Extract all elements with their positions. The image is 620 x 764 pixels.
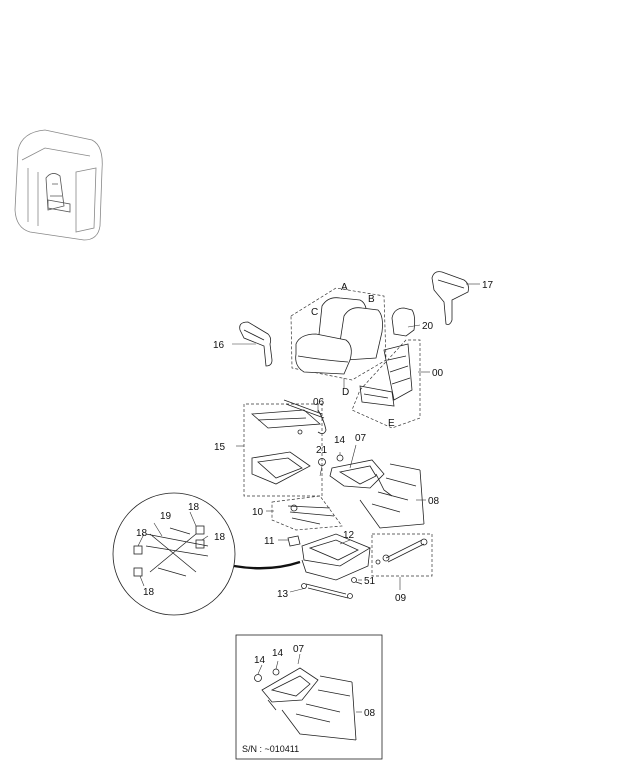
label-11: 11 [264,536,275,547]
label-21: 21 [316,445,328,456]
label-10: 10 [252,507,264,518]
label-19: 19 [160,511,172,522]
label-00: 00 [432,368,444,379]
label-20: 20 [422,321,434,332]
label-C: C [311,307,318,318]
bolt-51 [351,577,363,585]
seat-base-parts [318,454,425,529]
label-18a: 18 [188,502,200,513]
inset-box [235,634,383,760]
detail-circle [112,492,301,616]
leader-lines [137,283,480,713]
label-18b: 18 [136,528,148,539]
label-51: 51 [364,576,376,587]
inset-label-07: 07 [293,644,305,655]
label-18d: 18 [143,587,155,598]
inset-label-14a: 14 [254,655,266,666]
callout-labels: A B C D E 16 17 20 00 06 15 21 14 07 08 … [136,280,494,604]
slide-rail-group [271,495,343,531]
bracket-11 [287,535,301,547]
label-12: 12 [343,530,355,541]
label-15: 15 [214,442,226,453]
cab-thumbnail [14,129,103,241]
label-B: B [368,294,375,305]
label-18c: 18 [214,532,226,543]
label-09: 09 [395,593,407,604]
slide-frame-group [243,403,323,497]
label-07: 07 [355,433,367,444]
label-06: 06 [313,397,325,408]
label-14: 14 [334,435,346,446]
label-17: 17 [482,280,494,291]
armrest-right [431,271,469,325]
inset-label-14b: 14 [272,648,284,659]
lever-group-09 [371,533,433,577]
inset-label-08: 08 [364,708,376,719]
armrest-left [239,321,273,367]
inset-labels: 14 14 07 08 S/N : ~010411 [242,644,376,754]
label-D: D [342,387,349,398]
headrest [391,307,416,337]
label-E: E [388,418,395,429]
seat-frame-group [351,339,421,429]
shock-absorber-13 [301,583,353,599]
label-16: 16 [213,340,225,351]
serial-number: S/N : ~010411 [242,744,299,754]
seat-cushion-group [290,287,387,381]
label-13: 13 [277,589,289,600]
label-08: 08 [428,496,440,507]
label-A: A [341,282,348,293]
suspension-12 [301,533,371,581]
